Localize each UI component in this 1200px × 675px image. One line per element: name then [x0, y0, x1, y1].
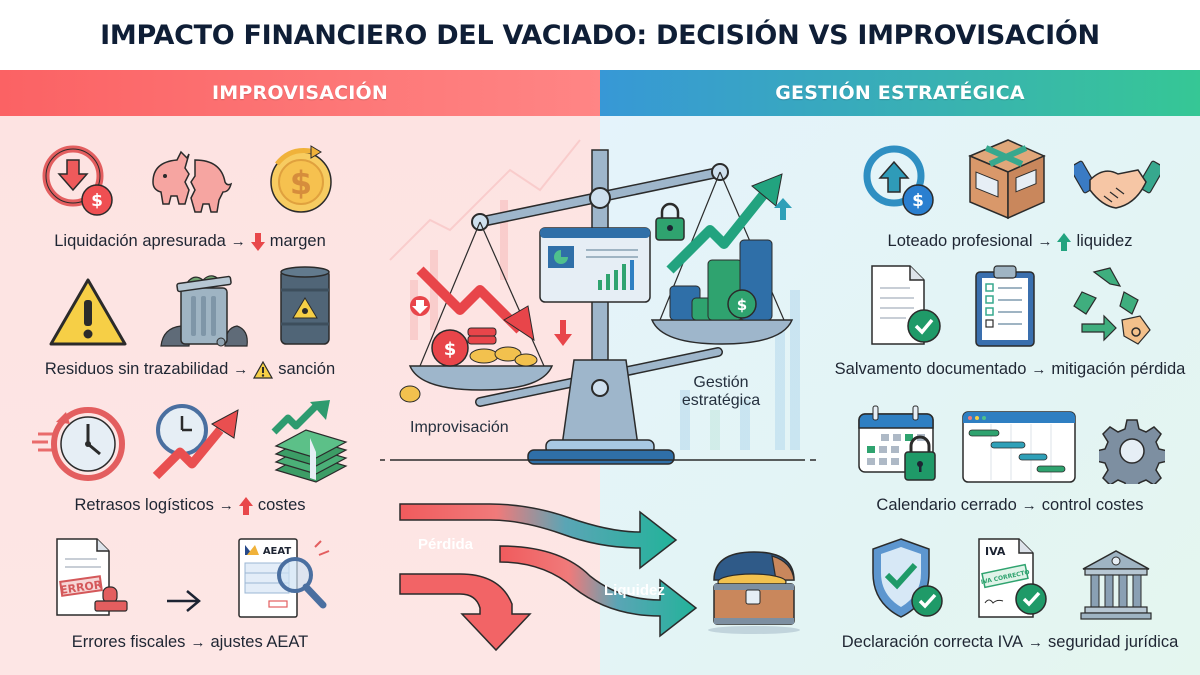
page-title: IMPACTO FINANCIERO DEL VACIADO: DECISIÓN… [0, 0, 1200, 70]
money-stack-rising-icon [271, 400, 348, 483]
flow-label-perdida: Pérdida [418, 536, 474, 553]
down-arrow-red-icon [250, 232, 265, 251]
arrow-right-icon [167, 590, 201, 612]
warning-triangle-icon [49, 278, 127, 346]
overflowing-trash-bin-icon [160, 275, 248, 347]
clock-rising-arrow-icon [152, 404, 239, 480]
up-arrow-green-icon [1057, 232, 1072, 251]
svg-text:$: $ [912, 191, 924, 211]
caption-liquidacion: Liquidación apresurada → margen [54, 232, 326, 251]
down-arrow-dollar-icon: $ [42, 145, 113, 216]
locked-calendar-icon [858, 405, 936, 481]
svg-text:IVA: IVA [985, 545, 1006, 558]
left-item-errores: ERROR AEAT Errores fiscales → ajustes AE… [10, 535, 370, 652]
checklist-clipboard-icon [975, 265, 1035, 347]
aeat-document-magnifier-icon: AEAT [238, 538, 330, 618]
up-arrow-dollar-icon: $ [863, 145, 934, 216]
caption-calendario: Calendario cerrado → control costes [876, 496, 1144, 514]
error-stamped-document-icon: ERROR [56, 538, 128, 616]
scale-label-gestion: Gestión estratégica [681, 374, 761, 409]
svg-text:$: $ [737, 296, 747, 314]
svg-text:AEAT: AEAT [263, 546, 292, 557]
warning-small-icon [253, 360, 274, 379]
flow-label-liquidez: Liquidez [604, 582, 665, 599]
balance-scale-illustration: $ $ [380, 139, 816, 465]
gantt-chart-window-icon [962, 411, 1076, 483]
rewind-clock-icon [32, 407, 125, 481]
svg-text:$: $ [290, 164, 312, 202]
banner-gestion-estrategica: GESTIÓN ESTRATÉGICA [600, 70, 1200, 116]
caption-declaracion: Declaración correcta IVA → seguridad jur… [841, 633, 1179, 651]
iva-document-check-icon: IVA IVA CORRECTO [978, 538, 1047, 618]
svg-text:ERROR: ERROR [59, 578, 103, 597]
caption-errores: Errores fiscales → ajustes AEAT [71, 633, 309, 651]
right-item-declaracion: IVA IVA CORRECTO Declaración correcta IV… [830, 535, 1190, 652]
packaged-box-icon [968, 139, 1046, 220]
left-item-retrasos: Retrasos logísticos → costes [10, 398, 370, 515]
center-illustration: $ $ [380, 130, 830, 675]
caption-residuos: Residuos sin trazabilidad → sanción [44, 360, 336, 379]
left-item-residuos: Residuos sin trazabilidad → sanción [10, 262, 370, 379]
flow-arrows-loss-to-liquidity [399, 503, 800, 652]
handshake-icon [1074, 160, 1160, 209]
document-checked-icon [871, 265, 941, 345]
right-item-loteado: $ Loteado profesional → liquidez [830, 134, 1190, 251]
circular-dollar-coin-icon: $ [270, 145, 332, 213]
hazardous-barrel-icon [280, 266, 330, 345]
courthouse-icon [1080, 550, 1152, 620]
up-arrow-red-icon [238, 496, 253, 515]
caption-salvamento: Salvamento documentado → mitigación pérd… [834, 360, 1186, 378]
gear-icon [1099, 419, 1165, 484]
caption-loteado: Loteado profesional → liquidez [887, 232, 1133, 251]
broken-piggy-bank-icon [152, 150, 233, 213]
left-item-liquidacion: $ $ Liquidación apresurada → margen [10, 134, 370, 251]
svg-text:$: $ [91, 191, 103, 211]
right-item-calendario: Calendario cerrado → control costes [830, 398, 1190, 515]
shield-check-icon [872, 538, 943, 618]
caption-retrasos: Retrasos logísticos → costes [74, 496, 306, 515]
scale-label-improvisacion: Improvisación [410, 419, 509, 436]
right-item-salvamento: Salvamento documentado → mitigación pérd… [830, 262, 1190, 379]
recycle-tag-icon [1073, 267, 1151, 345]
svg-text:$: $ [444, 339, 457, 360]
banner-improvisacion: IMPROVISACIÓN [0, 70, 600, 116]
